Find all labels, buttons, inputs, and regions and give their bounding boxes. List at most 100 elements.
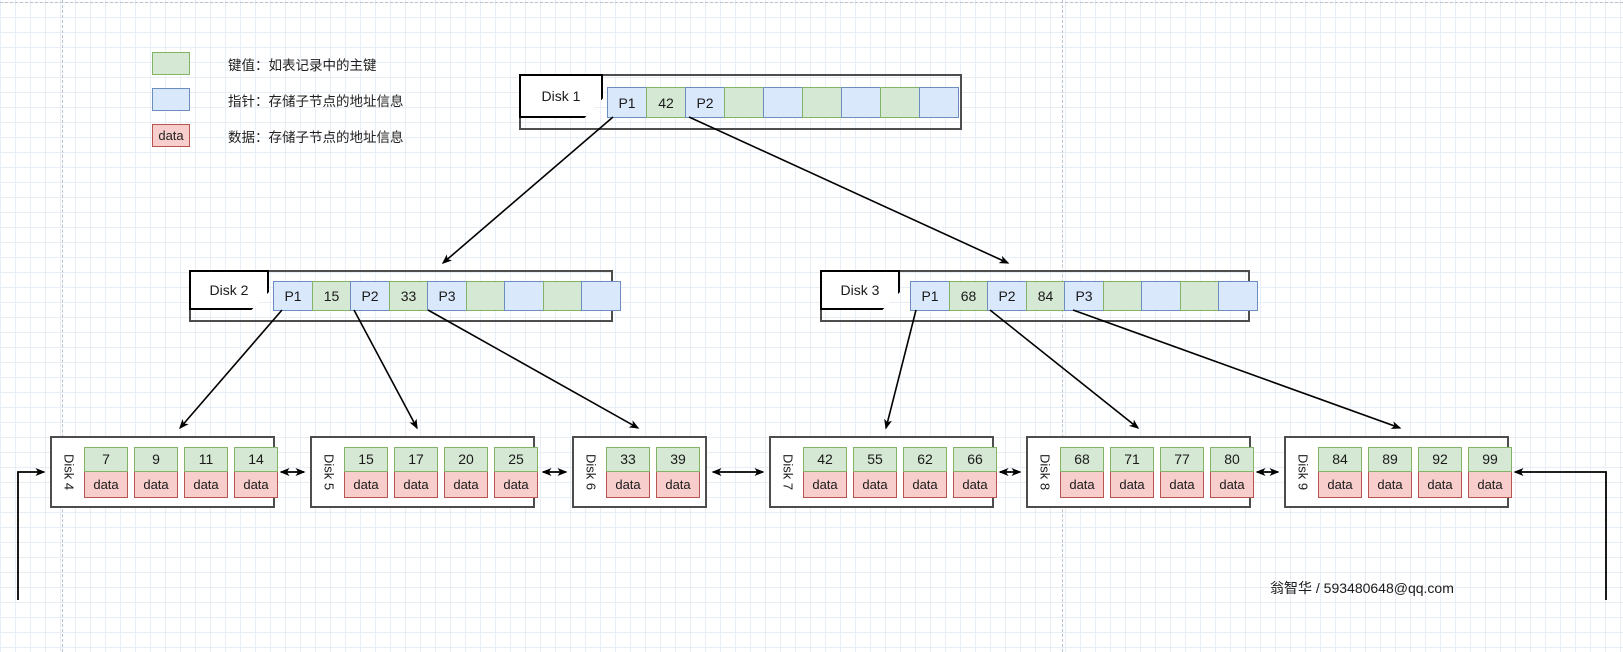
leaf-key-disk-5-4[interactable]: 25: [494, 446, 538, 472]
key-cell-disk-1-6[interactable]: [802, 87, 842, 118]
leaf-key-disk-4-3[interactable]: 11: [184, 446, 228, 472]
leaf-data-disk-5-2[interactable]: data: [394, 471, 438, 498]
leaf-data-disk-5-3[interactable]: data: [444, 471, 488, 498]
leaf-data-disk-4-2[interactable]: data: [134, 471, 178, 498]
leaf-key-disk-9-2[interactable]: 89: [1368, 446, 1412, 472]
leaf-data-disk-8-2[interactable]: data: [1110, 471, 1154, 498]
key-cell-disk-2-8[interactable]: [543, 281, 582, 311]
leaf-data-disk-4-4[interactable]: data: [234, 471, 278, 498]
leaf-data-disk-4-3[interactable]: data: [184, 471, 228, 498]
leaf-data-disk-8-1[interactable]: data: [1060, 471, 1104, 498]
leaf-key-disk-4-1[interactable]: 7: [84, 446, 128, 472]
pointer-cell-disk-2-5[interactable]: P3: [427, 281, 467, 311]
key-cell-disk-1-8[interactable]: [880, 87, 920, 118]
leaf-key-disk-7-2[interactable]: 55: [853, 446, 897, 472]
leaf-key-disk-9-1[interactable]: 84: [1318, 446, 1362, 472]
key-cell-disk-2-2[interactable]: 15: [312, 281, 351, 311]
key-cell-disk-3-8[interactable]: [1180, 281, 1219, 311]
leaf-key-disk-8-1[interactable]: 68: [1060, 446, 1104, 472]
leaf-key-disk-4-4[interactable]: 14: [234, 446, 278, 472]
leaf-key-disk-6-2[interactable]: 39: [656, 446, 700, 472]
leaf-key-disk-8-2[interactable]: 71: [1110, 446, 1154, 472]
leaf-data-disk-6-2[interactable]: data: [656, 471, 700, 498]
key-cell-disk-3-4[interactable]: 84: [1026, 281, 1065, 311]
leaf-key-disk-7-3[interactable]: 62: [903, 446, 947, 472]
pointer-cell-disk-3-3[interactable]: P2: [987, 281, 1027, 311]
leaf-key-disk-4-2[interactable]: 9: [134, 446, 178, 472]
leaf-data-disk-7-3[interactable]: data: [903, 471, 947, 498]
pointer-cell-disk-1-1[interactable]: P1: [607, 87, 647, 118]
leaf-key-disk-7-4[interactable]: 66: [953, 446, 997, 472]
leaf-data-disk-8-3[interactable]: data: [1160, 471, 1204, 498]
leaf-key-disk-7-1[interactable]: 42: [803, 446, 847, 472]
pointer-cell-disk-3-7[interactable]: [1141, 281, 1181, 311]
leaf-key-disk-6-1[interactable]: 33: [606, 446, 650, 472]
leaf-data-disk-4-1[interactable]: data: [84, 471, 128, 498]
leaf-key-disk-5-2[interactable]: 17: [394, 446, 438, 472]
pointer-cell-disk-3-5[interactable]: P3: [1064, 281, 1104, 311]
key-cell-disk-1-4[interactable]: [724, 87, 764, 118]
leaf-data-disk-9-3[interactable]: data: [1418, 471, 1462, 498]
leaf-key-disk-5-1[interactable]: 15: [344, 446, 388, 472]
leaf-data-disk-9-2[interactable]: data: [1368, 471, 1412, 498]
leaf-data-disk-7-4[interactable]: data: [953, 471, 997, 498]
pointer-cell-disk-3-9[interactable]: [1218, 281, 1258, 311]
leaf-data-disk-5-4[interactable]: data: [494, 471, 538, 498]
pointer-cell-disk-1-7[interactable]: [841, 87, 881, 118]
leaf-data-disk-8-4[interactable]: data: [1210, 471, 1254, 498]
pointer-cell-disk-3-1[interactable]: P1: [910, 281, 950, 311]
leaf-data-disk-7-2[interactable]: data: [853, 471, 897, 498]
leaf-key-disk-5-3[interactable]: 20: [444, 446, 488, 472]
leaf-key-disk-9-3[interactable]: 92: [1418, 446, 1462, 472]
leaf-data-disk-6-1[interactable]: data: [606, 471, 650, 498]
pointer-cell-disk-2-9[interactable]: [581, 281, 621, 311]
pointer-cell-disk-1-5[interactable]: [763, 87, 803, 118]
key-cell-disk-3-6[interactable]: [1103, 281, 1142, 311]
pointer-cell-disk-2-1[interactable]: P1: [273, 281, 313, 311]
leaf-data-disk-7-1[interactable]: data: [803, 471, 847, 498]
pointer-cell-disk-2-3[interactable]: P2: [350, 281, 390, 311]
leaf-key-disk-8-4[interactable]: 80: [1210, 446, 1254, 472]
leaf-data-disk-9-4[interactable]: data: [1468, 471, 1512, 498]
leaf-key-disk-9-4[interactable]: 99: [1468, 446, 1512, 472]
key-cell-disk-1-2[interactable]: 42: [646, 87, 686, 118]
pointer-cell-disk-1-3[interactable]: P2: [685, 87, 725, 118]
key-cell-disk-2-6[interactable]: [466, 281, 505, 311]
pointer-cell-disk-1-9[interactable]: [919, 87, 959, 118]
leaf-data-disk-5-1[interactable]: data: [344, 471, 388, 498]
pointer-cell-disk-2-7[interactable]: [504, 281, 544, 311]
key-cell-disk-2-4[interactable]: 33: [389, 281, 428, 311]
leaf-data-disk-9-1[interactable]: data: [1318, 471, 1362, 498]
leaf-key-disk-8-3[interactable]: 77: [1160, 446, 1204, 472]
